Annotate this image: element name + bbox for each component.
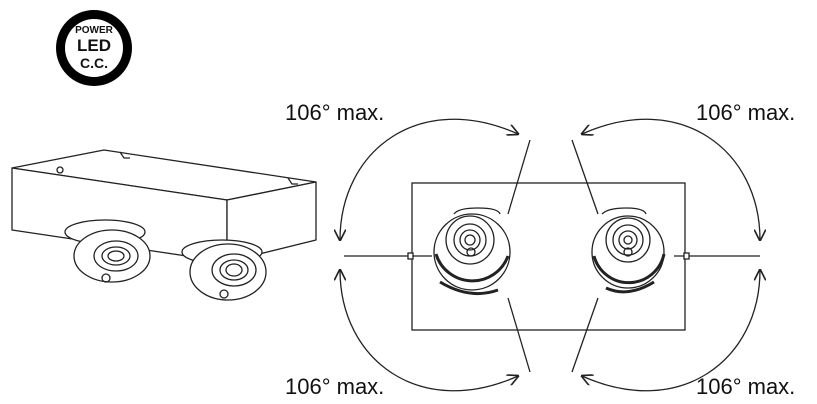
power-led-badge: POWER LED C.C.: [52, 6, 136, 90]
perspective-head-left: [64, 219, 151, 283]
angle-label-top-right: 106° max.: [696, 100, 796, 125]
plan-view: [340, 118, 760, 392]
arc-bottom-right: [582, 270, 760, 392]
angle-label-bottom-left: 106° max.: [285, 374, 385, 399]
angle-label-bottom-right: 106° max.: [696, 374, 796, 399]
arc-bottom-left: [340, 270, 518, 392]
perspective-head-right: [181, 239, 267, 301]
perspective-view: [11, 149, 317, 301]
badge-line-cc: C.C.: [80, 55, 108, 71]
arc-top-left: [340, 118, 518, 240]
badge-ring: [56, 10, 132, 86]
angle-label-top-left: 106° max.: [285, 100, 385, 125]
badge-line-power: POWER: [75, 25, 113, 36]
badge-line-led: LED: [77, 36, 111, 55]
arc-top-right: [582, 118, 760, 240]
badge-text: POWER LED C.C.: [52, 6, 136, 90]
